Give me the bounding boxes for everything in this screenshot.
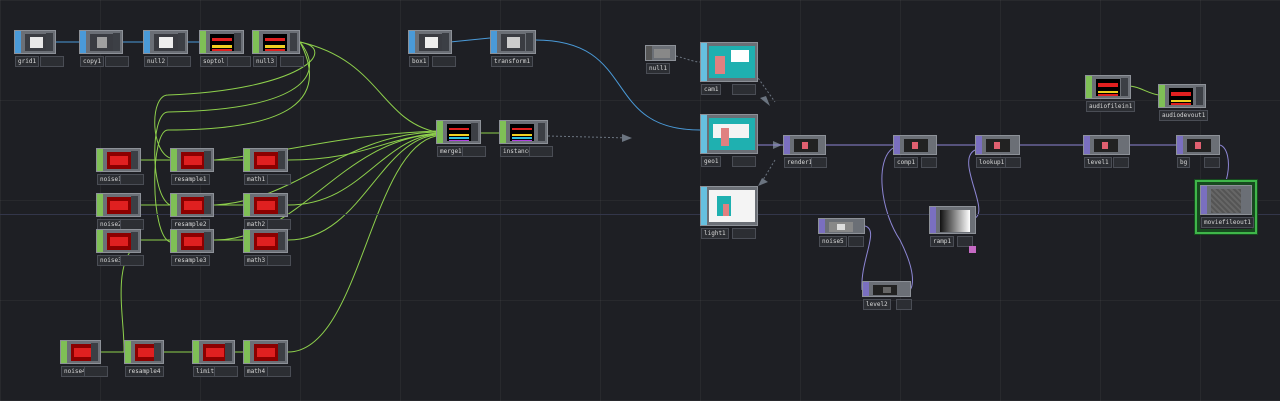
node-label: level2: [863, 299, 891, 310]
viewport-guide-line: [0, 214, 1280, 215]
node-null2[interactable]: null2: [143, 30, 191, 70]
node-math1[interactable]: math1: [243, 148, 291, 188]
node-label: null3: [253, 56, 278, 67]
ref-arrow: [758, 178, 768, 186]
node-render1[interactable]: render1: [783, 135, 827, 175]
node-resample3[interactable]: resample3: [170, 229, 214, 269]
node-label: math4: [244, 366, 269, 377]
node-audiodevout1[interactable]: audiodevout1: [1158, 84, 1209, 124]
node-moviefileout1[interactable]: moviefileout1: [1195, 180, 1257, 234]
node-audiofilein1[interactable]: audiofilein1: [1085, 75, 1136, 115]
node-label: noise5: [819, 236, 847, 247]
node-label: null1: [646, 63, 671, 74]
node-cam1[interactable]: cam1: [700, 42, 758, 95]
node-level2[interactable]: level2: [862, 281, 912, 321]
node-label: copy1: [80, 56, 105, 67]
node-label: null2: [144, 56, 169, 67]
node-noise5[interactable]: noise5: [818, 218, 865, 258]
node-label: bg: [1177, 157, 1191, 168]
node-instance[interactable]: instance: [499, 120, 553, 160]
node-label: merge1: [437, 146, 465, 157]
node-grid1[interactable]: grid1: [14, 30, 64, 70]
node-label: transform1: [491, 56, 534, 67]
node-label: cam1: [701, 84, 722, 95]
node-label: resample1: [171, 174, 210, 185]
node-label: resample3: [171, 255, 210, 266]
node-bg[interactable]: bg: [1176, 135, 1220, 175]
node-noise3[interactable]: noise3: [96, 229, 144, 269]
node-resample4[interactable]: resample4: [124, 340, 164, 380]
node-noise2[interactable]: noise2: [96, 193, 144, 233]
chop-wires: [100, 41, 1161, 353]
node-label: moviefileout1: [1201, 217, 1254, 228]
node-label: level1: [1084, 157, 1112, 168]
node-label: audiodevout1: [1159, 110, 1209, 121]
ref-arrow: [760, 96, 770, 106]
node-box1[interactable]: box1: [408, 30, 456, 70]
node-label: light1: [701, 228, 729, 239]
node-label: box1: [409, 56, 430, 67]
node-label: audiofilein1: [1086, 101, 1136, 112]
node-soptol[interactable]: soptol: [199, 30, 251, 70]
node-label: ramp1: [930, 236, 955, 247]
node-math3[interactable]: math3: [243, 229, 291, 269]
node-label: soptol: [200, 56, 228, 67]
node-null3[interactable]: null3: [252, 30, 304, 70]
node-comp1[interactable]: comp1: [893, 135, 937, 175]
node-resample2[interactable]: resample2: [170, 193, 214, 233]
node-math4[interactable]: math4: [243, 340, 291, 380]
node-label: resample4: [125, 366, 164, 377]
node-label: comp1: [894, 157, 919, 168]
node-merge1[interactable]: merge1: [436, 120, 486, 160]
node-noise4[interactable]: noise4: [60, 340, 108, 380]
node-label: geo1: [701, 156, 722, 167]
node-null1[interactable]: null1: [645, 45, 676, 85]
node-math2[interactable]: math2: [243, 193, 291, 233]
node-label: grid1: [15, 56, 40, 67]
node-noise1[interactable]: noise1: [96, 148, 144, 188]
node-ramp1[interactable]: ramp1: [929, 206, 976, 247]
ref-arrow: [622, 134, 632, 142]
node-label: lookup1: [976, 157, 1008, 168]
node-resample1[interactable]: resample1: [170, 148, 214, 188]
node-lookup1[interactable]: lookup1: [975, 135, 1021, 175]
node-label: math3: [244, 255, 269, 266]
node-level1[interactable]: level1: [1083, 135, 1130, 175]
sop-wires: [56, 37, 701, 131]
node-geo1[interactable]: geo1: [700, 114, 758, 167]
node-transform1[interactable]: transform1: [490, 30, 536, 70]
node-copy1[interactable]: copy1: [79, 30, 129, 70]
pink-flag-icon: [969, 246, 976, 253]
node-light1[interactable]: light1: [700, 186, 758, 239]
node-label: math1: [244, 174, 269, 185]
node-limit1[interactable]: limit1: [192, 340, 238, 380]
